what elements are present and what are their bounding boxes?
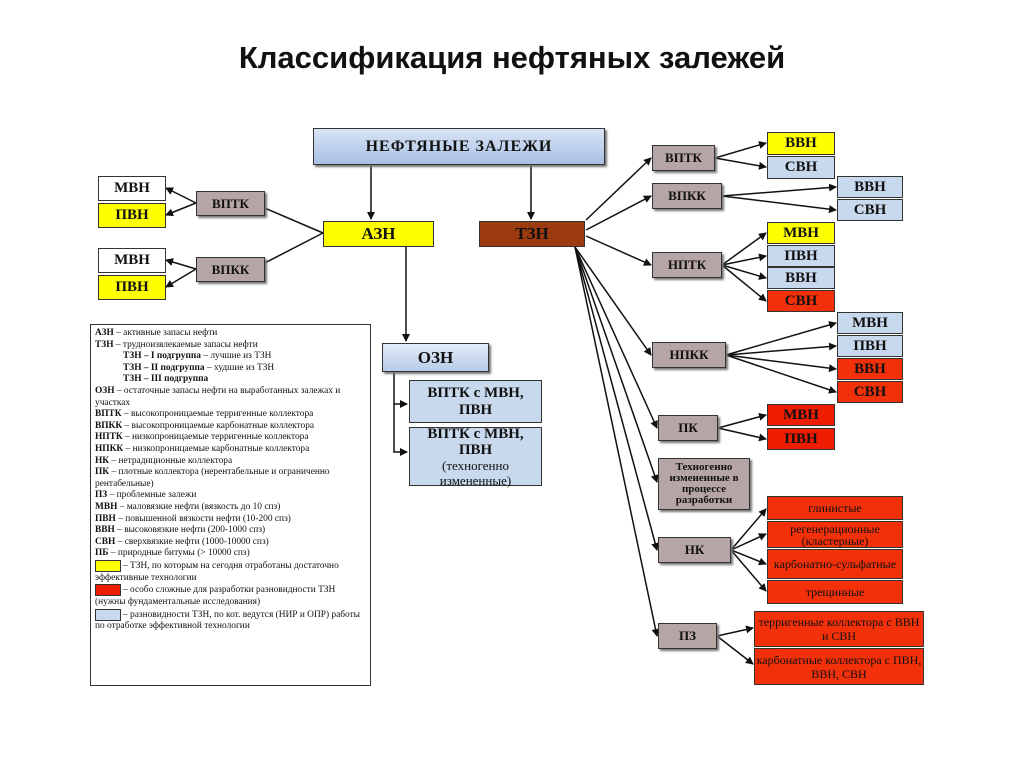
legend-row: НК – нетрадиционные коллектора (95, 455, 233, 466)
legend-row: – ТЗН, по которым на сегодня отработаны … (95, 559, 339, 583)
legend-row: – особо сложные для разработки разновидн… (95, 584, 336, 607)
node-pz-carb: карбонатные коллектора с ПВН, ВВН, СВН (754, 648, 924, 685)
node-tzn-nptk-mvn: МВН (767, 222, 835, 244)
node-tzn-nk: НК (658, 537, 731, 563)
node-tzn-pz: ПЗ (658, 623, 717, 649)
red-swatch (95, 584, 121, 597)
blue-swatch (95, 608, 121, 621)
node-tzn-nptk: НПТК (652, 252, 722, 278)
legend-row: – разновидности ТЗН, по кот. ведутся (НИ… (95, 608, 360, 632)
legend-row: ТЗН – I подгруппа – лучшие из ТЗН (123, 351, 272, 362)
legend-row: МВН – маловязкие нефти (вязкость до 10 с… (95, 501, 281, 512)
legend-row: ТЗН – III подгруппа (123, 374, 209, 385)
legend-row: ВПКК – высокопроницаемые карбонатные кол… (95, 420, 315, 431)
legend-row: ВВН – высоковязкие нефти (200-1000 спз) (95, 525, 266, 536)
node-tzn-npkk-svn: СВН (837, 381, 903, 403)
node-tzn-npkk-vvn: ВВН (837, 358, 903, 380)
legend-row: ТЗН – II подгруппа – худшие из ТЗН (123, 362, 275, 373)
node-tzn-vpkk-svn: СВН (837, 199, 903, 221)
node-tzn-vptk-vvn: ВВН (767, 132, 835, 155)
node-azn-vpkk: ВПКК (196, 257, 265, 282)
legend-row: ПЗ – проблемные залежи (95, 490, 197, 501)
node-tzn-pk-mvn: МВН (767, 404, 835, 426)
node-ozn-sub2: ВПТК с МВН, ПВН (техногенно измененные) (409, 425, 542, 488)
node-ozn: ОЗН (382, 343, 489, 372)
legend-row: АЗН – активные запасы нефти (95, 328, 218, 338)
node-azn-vptk-pvn: ПВН (98, 203, 166, 228)
legend-row: ТЗН – трудноизвлекаемые запасы нефти (95, 339, 258, 350)
node-pz-terrig: терригенные коллектора с ВВН и СВН (754, 611, 924, 647)
node-tzn-vptk-svn: СВН (767, 156, 835, 179)
node-tzn-vpkk-vvn: ВВН (837, 176, 903, 198)
node-tzn-nptk-vvn: ВВН (767, 267, 835, 289)
node-nk-fracture: трещинные (767, 580, 903, 604)
node-tzn-nptk-pvn: ПВН (767, 245, 835, 267)
node-tzn-npkk: НПКК (652, 342, 726, 368)
node-azn-vptk: ВПТК (196, 191, 265, 216)
node-root: НЕФТЯНЫЕ ЗАЛЕЖИ (313, 128, 605, 165)
node-tzn: ТЗН (479, 221, 585, 247)
node-tzn-npkk-mvn: МВН (837, 312, 903, 334)
node-azn-vpkk-mvn: МВН (98, 248, 166, 273)
node-ozn-sub2-note: (техногенно измененные) (439, 457, 512, 488)
legend-panel: АЗН – активные запасы нефти ТЗН – трудно… (90, 324, 371, 686)
node-azn: АЗН (323, 221, 434, 247)
node-tzn-vpkk: ВПКК (652, 183, 722, 209)
legend-row: ВПТК – высокопроницаемые терригенные кол… (95, 409, 314, 420)
node-tzn-nptk-svn: СВН (767, 290, 835, 312)
legend-row: ПВН – повышенной вязкости нефти (10-200 … (95, 513, 291, 524)
legend-row: НПТК – низкопроницаемые терригенные колл… (95, 432, 309, 443)
legend-row: СВН – сверхвязкие нефти (1000-10000 спз) (95, 536, 269, 547)
node-tzn-pk: ПК (658, 415, 718, 441)
legend-row: ПК – плотные коллектора (нерентабельные … (95, 467, 330, 489)
legend-row: ОЗН – остаточные запасы нефти на выработ… (95, 385, 341, 408)
node-tzn-vptk: ВПТК (652, 145, 715, 171)
node-ozn-sub1: ВПТК с МВН, ПВН (409, 380, 542, 423)
node-nk-regen: регенерационные (кластерные) (767, 521, 903, 548)
node-tzn-npkk-pvn: ПВН (837, 335, 903, 357)
node-azn-vptk-mvn: МВН (98, 176, 166, 201)
legend-row: ПБ – природные битумы (> 10000 спз) (95, 548, 250, 559)
node-tzn-tech: Техногенно измененные в процессе разрабо… (658, 458, 750, 510)
legend-row: НПКК – низкопроницаемые карбонатные колл… (95, 443, 310, 454)
yellow-swatch (95, 559, 121, 572)
node-nk-clay: глинистые (767, 496, 903, 520)
node-ozn-sub2-main: ВПТК с МВН, ПВН (427, 425, 524, 458)
node-tzn-pk-pvn: ПВН (767, 428, 835, 450)
page-title: Классификация нефтяных залежей (238, 40, 786, 75)
node-azn-vpkk-pvn: ПВН (98, 275, 166, 300)
node-nk-carbsulf: карбонатно-сульфатные (767, 549, 903, 579)
